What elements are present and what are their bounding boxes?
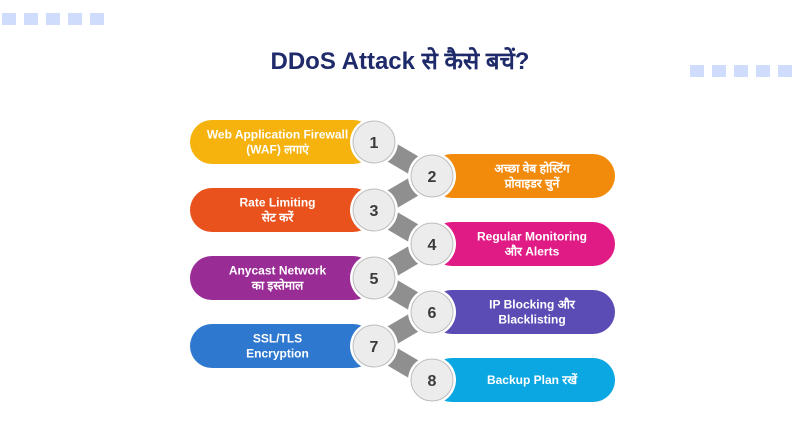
step-number-circle: [352, 188, 396, 232]
step-label: Regular Monitoring: [477, 230, 587, 244]
step-label: सेट करें: [261, 211, 295, 225]
step-number-circle: [410, 154, 454, 198]
step-pill: [430, 154, 615, 198]
step-pill: [430, 222, 615, 266]
step-pill: [190, 324, 375, 368]
step-number-circle: [352, 120, 396, 164]
decorative-squares-top-left: [2, 13, 104, 25]
step-number: 7: [370, 339, 379, 356]
step-label: Blacklisting: [498, 313, 565, 327]
step-number-circle: [410, 358, 454, 402]
step-label: Rate Limiting: [239, 196, 315, 210]
step-number-circle: [410, 222, 454, 266]
step-label: Encryption: [246, 347, 309, 361]
step-number: 6: [428, 305, 437, 322]
step-2: अच्छा वेब होस्टिंगप्रोवाइडर चुनें 2: [408, 152, 615, 200]
page-title: DDoS Attack से कैसे बचें?: [270, 48, 530, 75]
decorative-squares-top-right: [690, 65, 792, 77]
step-label: का इस्तेमाल: [251, 279, 304, 293]
step-label: Backup Plan रखें: [487, 373, 578, 387]
step-label: Anycast Network: [229, 264, 327, 278]
step-label: SSL/TLS: [253, 332, 302, 346]
step-pill: [190, 188, 375, 232]
step-pill: [430, 290, 615, 334]
step-label: Web Application Firewall: [207, 128, 348, 142]
step-number: 2: [428, 169, 437, 186]
step-label: प्रोवाइडर चुनें: [504, 177, 561, 192]
step-number-circle: [410, 290, 454, 334]
step-pill: [190, 120, 375, 164]
step-1: Web Application Firewall(WAF) लगाएं 1: [190, 118, 398, 166]
step-label: और Alerts: [505, 245, 560, 259]
step-number-circle: [352, 256, 396, 300]
step-number: 8: [428, 373, 437, 390]
step-label: IP Blocking और: [489, 298, 576, 312]
step-number: 5: [370, 271, 379, 288]
step-number: 4: [428, 237, 437, 254]
step-pill: [430, 358, 615, 402]
step-number: 3: [370, 203, 379, 220]
step-label: (WAF) लगाएं: [246, 143, 310, 157]
step-8: Backup Plan रखें 8: [408, 356, 615, 404]
step-number-circle: [352, 324, 396, 368]
step-pill: [190, 256, 375, 300]
step-number: 1: [370, 135, 379, 152]
step-label: अच्छा वेब होस्टिंग: [494, 161, 571, 176]
